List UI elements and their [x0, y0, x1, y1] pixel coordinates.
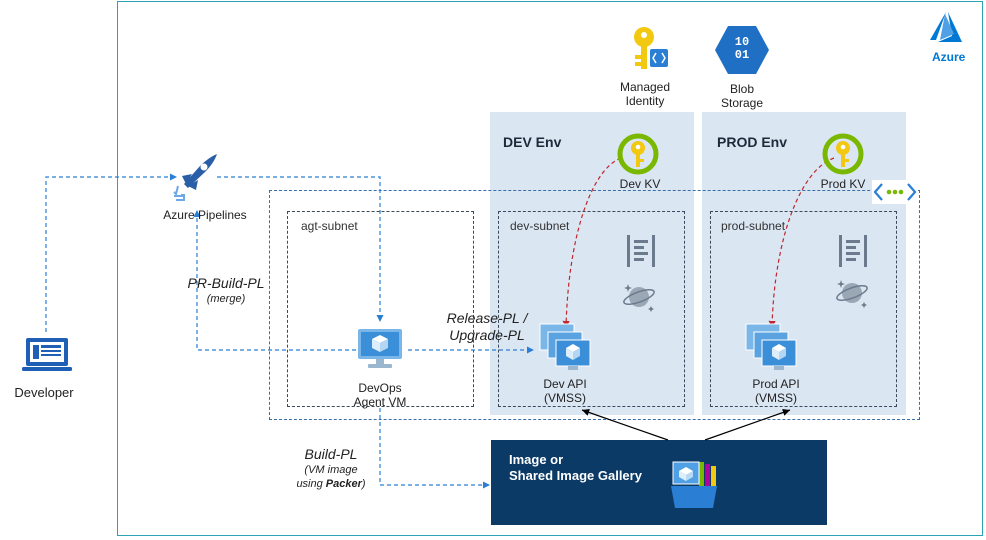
agent-vm-icon — [358, 329, 402, 368]
azure-pipelines-label: Azure Pipelines — [163, 208, 247, 222]
dev-cosmos-db-icon — [623, 284, 655, 312]
agent-vm-label-line1: DevOps — [358, 381, 402, 395]
blob-icon-text-2: 01 — [734, 48, 750, 62]
pr-build-main: PR-Build-PL — [187, 275, 265, 291]
vnet-icon — [872, 180, 918, 204]
blob-storage-shape — [715, 26, 769, 74]
azure-icon — [930, 12, 962, 42]
build-label: Build-PL (VM image using Packer) — [285, 446, 377, 491]
prod-event-hub-icon — [839, 235, 867, 267]
developer-label: Developer — [14, 385, 74, 400]
dev-api-label-line1: Dev API — [543, 377, 587, 391]
dev-api-label-line2: (VMSS) — [544, 391, 586, 405]
build-sub-line2: using Packer) — [285, 477, 377, 491]
blob-icon-text-1: 10 — [734, 35, 750, 49]
prod-key-vault-icon — [822, 133, 864, 175]
agent-vm-label-line2: Agent VM — [353, 395, 407, 409]
dev-vmss-icon — [539, 323, 591, 370]
azure-label: Azure — [932, 50, 966, 64]
dev-subnet-label: dev-subnet — [510, 219, 570, 233]
blob-storage-line2: Storage — [720, 96, 764, 110]
dev-key-vault-icon — [617, 133, 659, 175]
managed-identity-icon — [634, 27, 668, 69]
prod-subnet-label: prod-subnet — [721, 219, 786, 233]
blob-storage-line1: Blob — [729, 82, 755, 96]
release-line2: Upgrade-PL — [449, 327, 525, 343]
prod-api-label-line2: (VMSS) — [755, 391, 797, 405]
agt-subnet-label: agt-subnet — [301, 219, 358, 233]
prod-api-label-line1: Prod API — [752, 377, 800, 391]
agt-subnet: agt-subnet — [287, 211, 474, 407]
prod-cosmos-db-icon — [836, 280, 868, 308]
release-line1: Release-PL / — [446, 310, 528, 326]
build-sub-suffix: ) — [361, 478, 366, 490]
dev-env-title: DEV Env — [503, 134, 562, 150]
pr-build-sub: (merge) — [206, 293, 246, 305]
shared-image-gallery-icon — [671, 461, 717, 508]
dev-event-hub-icon — [627, 235, 655, 267]
build-main: Build-PL — [304, 446, 358, 462]
managed-identity-line2: Identity — [625, 94, 665, 108]
blob-storage-icon: 10 01 — [713, 24, 771, 76]
prod-vmss-icon — [745, 323, 797, 370]
build-sub-line1: (VM image — [304, 464, 358, 476]
prod-env-title: PROD Env — [717, 134, 788, 150]
laptop-icon — [22, 338, 72, 371]
pr-build-label: PR-Build-PL (merge) — [176, 275, 276, 306]
azure-pipelines-icon — [173, 154, 217, 201]
dev-kv-label: Dev KV — [619, 177, 661, 191]
prod-kv-label: Prod KV — [820, 177, 866, 191]
gallery-title-line2: Shared Image Gallery — [509, 468, 642, 483]
build-sub-prefix: using — [296, 478, 326, 490]
release-label: Release-PL / Upgrade-PL — [432, 310, 542, 344]
image-gallery-box: Image or Shared Image Gallery — [491, 440, 827, 525]
azure-logo: Azure — [928, 10, 974, 66]
gallery-title-line1: Image or — [509, 452, 564, 467]
managed-identity-line1: Managed — [619, 80, 671, 94]
build-sub-packer: Packer — [325, 478, 362, 490]
